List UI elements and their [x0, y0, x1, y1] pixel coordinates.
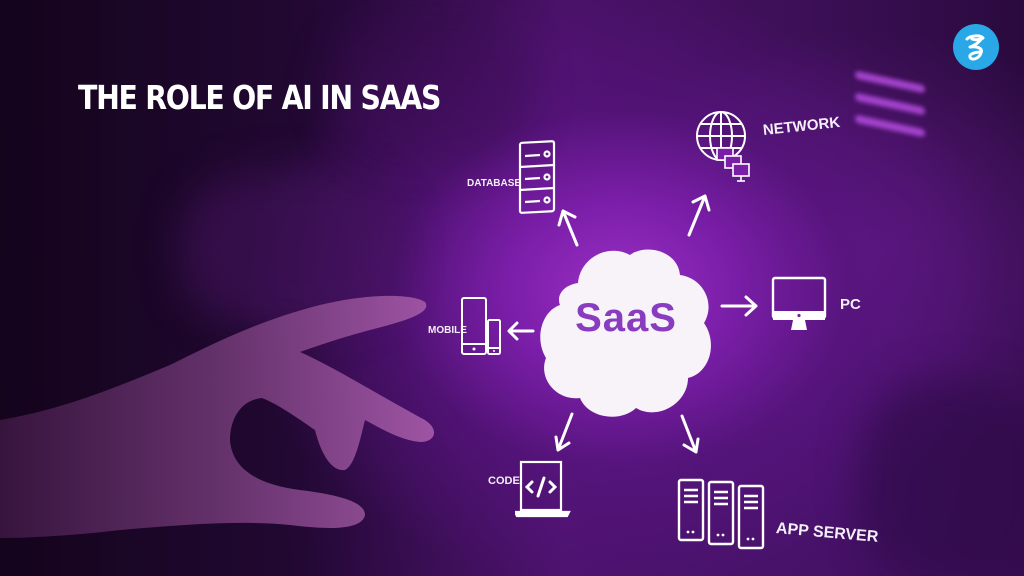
arrow-to-pc-icon [720, 295, 758, 317]
decorative-stripes [855, 70, 925, 158]
globe-network-icon [696, 111, 750, 182]
server-rack-icon [677, 478, 765, 550]
arrow-to-database-icon [557, 209, 579, 247]
mobile-devices-icon [461, 297, 501, 355]
node-label-network: NETWORK [762, 113, 841, 139]
saas-center-label: SaaS [575, 296, 677, 340]
laptop-code-icon [515, 460, 571, 518]
arrow-to-app-server-icon [680, 414, 700, 454]
background-blur-shape [330, 20, 530, 160]
node-label-code: CODE [488, 475, 520, 487]
arrow-to-network-icon [687, 194, 711, 237]
brand-logo[interactable] [953, 24, 999, 70]
node-label-database: DATABASE [467, 178, 522, 189]
node-label-pc: PC [840, 296, 861, 313]
saas-cloud-shape [540, 249, 711, 417]
arrow-to-mobile-icon [507, 321, 535, 341]
arrow-to-code-icon [554, 412, 574, 452]
node-label-mobile: MOBILE [428, 325, 467, 336]
desktop-monitor-icon [771, 276, 827, 330]
hand-illustration [0, 295, 435, 538]
page-title: THE ROLE OF AI IN SAAS [78, 78, 441, 117]
script-g-logo-icon [965, 34, 985, 61]
database-icon [518, 140, 556, 214]
background-blur-shape [860, 380, 1024, 576]
